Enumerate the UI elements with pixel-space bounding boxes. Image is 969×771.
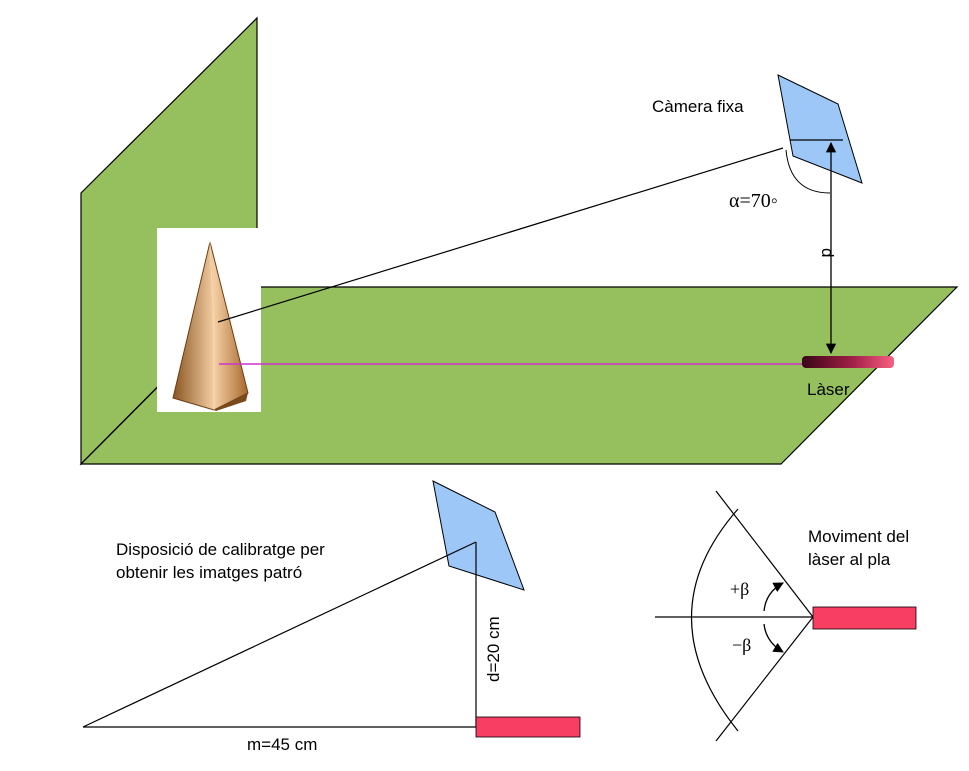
upper-bound-line — [715, 490, 814, 618]
camera-calibration — [432, 480, 525, 591]
plus-beta-arrow — [763, 582, 784, 612]
minus-beta-arrow — [763, 623, 784, 653]
cone-object — [172, 241, 249, 411]
calibration-caption-2: obtenir les imatges patró — [116, 563, 302, 582]
minus-beta-label: −β — [732, 635, 751, 655]
camera-ray — [217, 147, 784, 323]
camera-label: Càmera fixa — [652, 97, 744, 116]
plus-beta-label: +β — [730, 579, 749, 599]
sweep-arc — [691, 508, 739, 732]
laser-calibration — [475, 716, 581, 738]
camera-top — [777, 74, 863, 184]
movement-caption-1: Moviment del — [808, 527, 909, 546]
lower-bound-line — [715, 616, 814, 742]
m-value-label: m=45 cm — [247, 735, 317, 754]
alpha-arc — [785, 149, 831, 194]
movement-caption-2: làser al pla — [808, 550, 891, 569]
calibration-caption-1: Disposició de calibratge per — [116, 540, 325, 559]
calibration-hypotenuse — [82, 541, 477, 728]
laser-device — [802, 356, 894, 368]
d-value-label: d=20 cm — [484, 616, 503, 682]
distance-label: d — [818, 248, 837, 257]
laser-movement — [812, 606, 917, 630]
alpha-label: α=70◦ — [729, 190, 778, 212]
laser-label: Làser — [807, 380, 850, 399]
